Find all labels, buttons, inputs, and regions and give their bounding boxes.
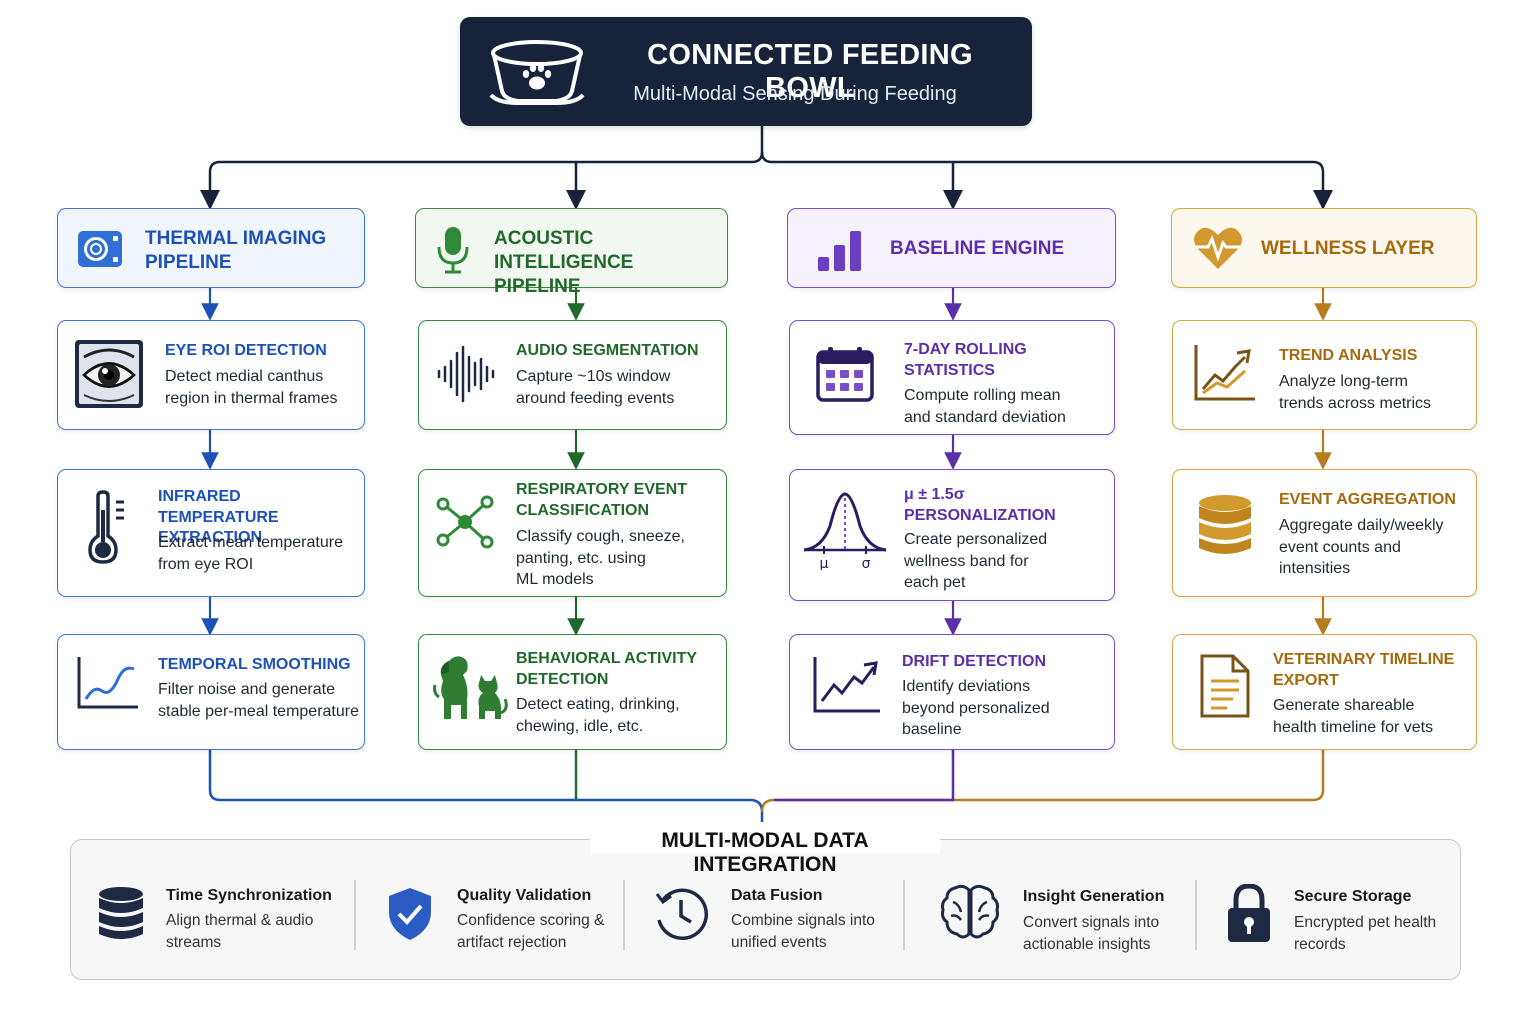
- eye-roi-detection-title: EYE ROI DETECTION: [165, 342, 327, 359]
- rolling-statistics-desc: Compute rolling mean and standard deviat…: [904, 387, 1066, 426]
- dog-cat-icon: [433, 656, 508, 719]
- personalization-card: μ σ μ ± 1.5σ PERSONALIZATION Create pers…: [789, 469, 1115, 601]
- baseline-engine-title: BASELINE ENGINE: [890, 238, 1065, 259]
- respiratory-event-desc: Classify cough, sneeze, panting, etc. us…: [516, 528, 685, 588]
- bell-curve-icon: μ σ: [803, 492, 887, 570]
- audio-segmentation-card: AUDIO SEGMENTATION Capture ~10s window a…: [418, 320, 727, 430]
- data-fusion-desc: Combine signals into unified events: [731, 912, 875, 951]
- trend-analysis-desc: Analyze long-term trends across metrics: [1279, 373, 1432, 412]
- network-nodes-icon: [436, 495, 494, 549]
- rolling-statistics-card: 7-DAY ROLLING STATISTICS Compute rolling…: [789, 320, 1115, 435]
- thermometer-icon: [88, 490, 124, 564]
- thermal-pipeline-title: THERMAL IMAGING PIPELINE: [145, 228, 327, 273]
- divider: [354, 880, 356, 950]
- acoustic-pipeline-header: ACOUSTIC INTELLIGENCE PIPELINE: [415, 208, 728, 297]
- drift-detection-title: DRIFT DETECTION: [902, 653, 1046, 670]
- time-synchronization-desc: Align thermal & audio streams: [166, 912, 314, 951]
- brain-icon: [941, 884, 999, 939]
- database-icon: [1199, 495, 1251, 554]
- personalization-title: μ ± 1.5σ PERSONALIZATION: [904, 486, 1056, 524]
- temporal-smoothing-title: TEMPORAL SMOOTHING: [158, 656, 351, 673]
- page-subtitle: Multi-Modal Sensing During Feeding: [633, 83, 957, 105]
- time-synchronization-title: Time Synchronization: [166, 887, 332, 904]
- insight-generation-desc: Convert signals into actionable insights: [1023, 914, 1160, 953]
- acoustic-pipeline-title: ACOUSTIC INTELLIGENCE PIPELINE: [494, 228, 634, 297]
- thermal-pipeline-header: THERMAL IMAGING PIPELINE: [57, 208, 365, 288]
- calendar-icon: [816, 347, 874, 402]
- line-chart-icon: [77, 657, 138, 709]
- eye-roi-detection-card: EYE ROI DETECTION Detect medial canthus …: [57, 320, 365, 430]
- behavioral-activity-desc: Detect eating, drinking, chewing, idle, …: [516, 696, 680, 735]
- trend-analysis-card: TREND ANALYSIS Analyze long-term trends …: [1172, 320, 1477, 430]
- temporal-smoothing-desc: Filter noise and generate stable per-mea…: [158, 681, 359, 720]
- document-icon: [1200, 654, 1250, 718]
- respiratory-event-card: RESPIRATORY EVENT CLASSIFICATION Classif…: [418, 469, 727, 597]
- padlock-icon: [1228, 884, 1270, 942]
- quality-validation-item: Quality Validation Confidence scoring & …: [385, 884, 615, 954]
- shield-check-icon: [389, 888, 431, 940]
- pet-bowl-paw-icon: [489, 40, 585, 105]
- infrared-temperature-desc: Extract mean temperature from eye ROI: [158, 534, 343, 573]
- divider: [623, 880, 625, 950]
- secure-storage-desc: Encrypted pet health records: [1294, 914, 1437, 953]
- microphone-icon: [437, 227, 469, 274]
- trend-analysis-title: TREND ANALYSIS: [1279, 347, 1418, 364]
- infrared-temperature-title: INFRARED TEMPERATURE EXTRACTION: [158, 488, 279, 546]
- event-aggregation-title: EVENT AGGREGATION: [1279, 491, 1456, 508]
- event-aggregation-desc: Aggregate daily/weekly event counts and …: [1279, 517, 1444, 577]
- trend-line-icon: [1194, 345, 1255, 401]
- divider: [1195, 880, 1197, 950]
- hero-banner: CONNECTED FEEDING BOWL Multi-Modal Sensi…: [460, 17, 1032, 126]
- drift-detection-card: DRIFT DETECTION Identify deviations beyo…: [789, 634, 1115, 750]
- clock-cycle-icon: [655, 888, 709, 941]
- waveform-icon: [437, 345, 495, 403]
- eye-roi-detection-desc: Detect medial canthus region in thermal …: [165, 368, 338, 407]
- trend-arrow-icon: [813, 657, 880, 713]
- veterinary-timeline-desc: Generate shareable health timeline for v…: [1273, 697, 1434, 736]
- data-fusion-title: Data Fusion: [731, 887, 823, 904]
- rolling-statistics-title: 7-DAY ROLLING STATISTICS: [904, 341, 1027, 379]
- divider: [903, 880, 905, 950]
- data-fusion-item: Data Fusion Combine signals into unified…: [653, 884, 893, 954]
- respiratory-event-title: RESPIRATORY EVENT CLASSIFICATION: [516, 481, 687, 519]
- temporal-smoothing-card: TEMPORAL SMOOTHING Filter noise and gene…: [57, 634, 365, 750]
- heart-pulse-icon: [1194, 227, 1242, 269]
- infrared-temperature-card: INFRARED TEMPERATURE EXTRACTION Extract …: [57, 469, 365, 597]
- thermal-camera-icon: [78, 231, 122, 267]
- bar-chart-icon: [818, 231, 861, 271]
- audio-segmentation-title: AUDIO SEGMENTATION: [516, 342, 699, 359]
- wellness-layer-header: WELLNESS LAYER: [1171, 208, 1477, 288]
- event-aggregation-card: EVENT AGGREGATION Aggregate daily/weekly…: [1172, 469, 1477, 597]
- secure-storage-title: Secure Storage: [1294, 888, 1412, 905]
- mu-label: μ: [820, 556, 829, 570]
- insight-generation-title: Insight Generation: [1023, 888, 1165, 905]
- behavioral-activity-card: BEHAVIORAL ACTIVITY DETECTION Detect eat…: [418, 634, 727, 750]
- integration-title: MULTI-MODAL DATA INTEGRATION: [590, 829, 940, 876]
- drift-detection-desc: Identify deviations beyond personalized …: [902, 678, 1050, 738]
- database-stack-icon: [99, 887, 143, 939]
- veterinary-timeline-card: VETERINARY TIMELINE EXPORT Generate shar…: [1172, 634, 1477, 750]
- sigma-label: σ: [862, 556, 871, 570]
- insight-generation-item: Insight Generation Convert signals into …: [941, 884, 1181, 954]
- quality-validation-desc: Confidence scoring & artifact rejection: [457, 912, 605, 951]
- thermal-eye-icon: [75, 340, 143, 408]
- quality-validation-title: Quality Validation: [457, 887, 592, 904]
- wellness-layer-title: WELLNESS LAYER: [1261, 238, 1435, 259]
- time-synchronization-item: Time Synchronization Align thermal & aud…: [97, 884, 347, 954]
- page-title: CONNECTED FEEDING BOWL: [647, 39, 973, 104]
- personalization-desc: Create personalized wellness band for ea…: [904, 531, 1048, 591]
- behavioral-activity-title: BEHAVIORAL ACTIVITY DETECTION: [516, 650, 698, 688]
- veterinary-timeline-title: VETERINARY TIMELINE EXPORT: [1273, 651, 1455, 689]
- baseline-engine-header: BASELINE ENGINE: [787, 208, 1116, 288]
- audio-segmentation-desc: Capture ~10s window around feeding event…: [516, 368, 675, 407]
- secure-storage-item: Secure Storage Encrypted pet health reco…: [1226, 884, 1451, 954]
